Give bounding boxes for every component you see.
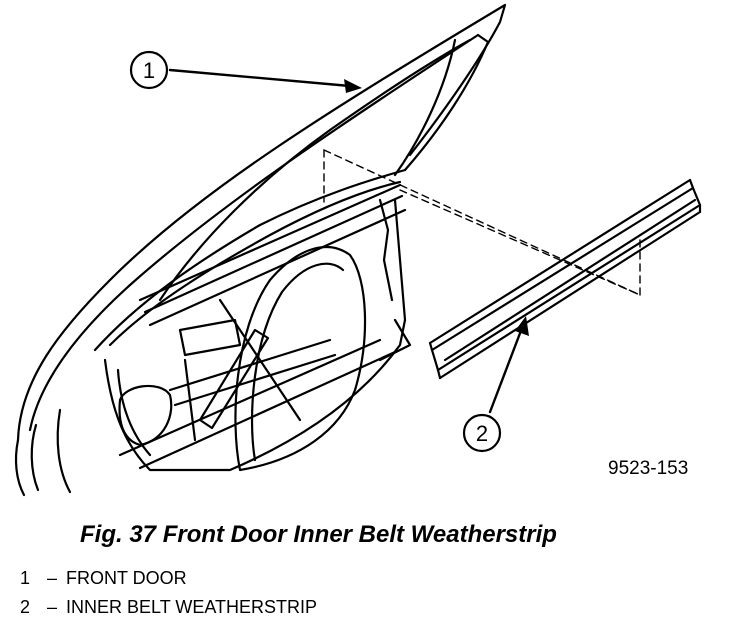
legend-item: 1–FRONT DOOR <box>20 564 317 593</box>
legend-separator: – <box>46 568 57 588</box>
figure-id: 9523-153 <box>608 458 689 479</box>
callout-1-circle <box>129 50 169 90</box>
callout-2-leader <box>488 326 524 414</box>
callout-1-number: 1 <box>143 58 155 83</box>
legend-number: 2 <box>20 597 31 617</box>
callout-1-leader <box>168 68 352 88</box>
front-door-drawing <box>14 3 507 497</box>
door-weatherstrip-diagram: 1 2 <box>14 3 702 497</box>
figure-caption: Fig. 37 Front Door Inner Belt Weatherstr… <box>80 521 557 548</box>
legend-label: INNER BELT WEATHERSTRIP <box>66 597 318 617</box>
legend-label: FRONT DOOR <box>66 568 187 588</box>
legend: 1–FRONT DOOR 2–INNER BELT WEATHERSTRIP <box>20 564 317 622</box>
callout-2-circle <box>462 413 502 453</box>
inner-belt-weatherstrip-drawing <box>428 178 702 380</box>
legend-number: 1 <box>20 568 31 588</box>
placement-guide-lines <box>323 149 641 296</box>
legend-item: 2–INNER BELT WEATHERSTRIP <box>20 593 317 622</box>
legend-separator: – <box>46 597 57 617</box>
callout-2-number: 2 <box>476 421 488 446</box>
